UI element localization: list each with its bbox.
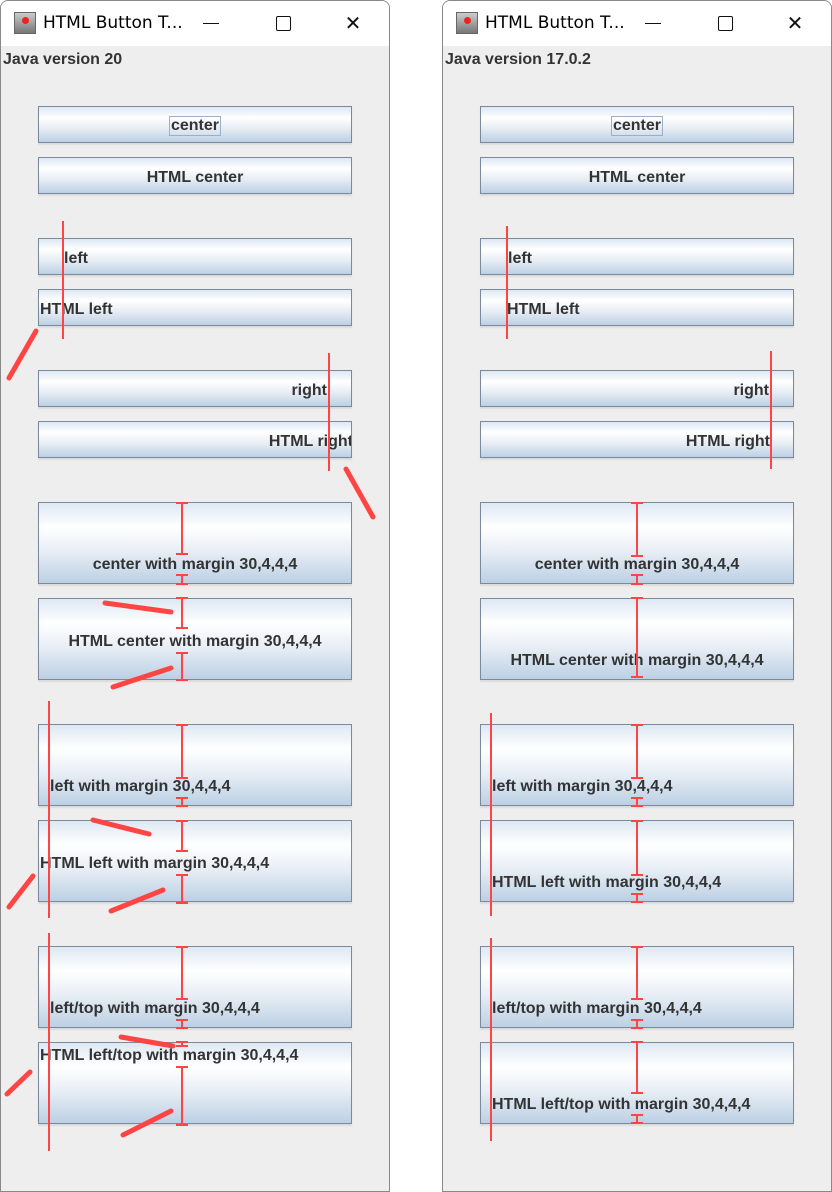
- button-label: right: [733, 382, 769, 399]
- button-label: left: [64, 250, 88, 267]
- margin-markers: [176, 502, 188, 1126]
- button-label: HTML left/top with margin 30,4,4,4: [492, 1096, 751, 1113]
- window-java-17: HTML Button T... ✕ Java version 17.0.2 c…: [442, 0, 832, 1192]
- button-left[interactable]: left: [480, 238, 794, 275]
- button-label: HTML left with margin 30,4,4,4: [40, 855, 270, 872]
- arrow-annotation: [6, 328, 39, 381]
- button-label: center with margin 30,4,4,4: [92, 556, 298, 573]
- button-label: HTML left with margin 30,4,4,4: [492, 874, 722, 891]
- java-app-icon: [14, 12, 36, 34]
- button-right[interactable]: right: [480, 370, 794, 407]
- java-app-icon: [456, 12, 478, 34]
- button-label: left/top with margin 30,4,4,4: [50, 1000, 260, 1017]
- title-bar[interactable]: HTML Button T... ✕: [1, 1, 389, 46]
- button-html-left-top-margin[interactable]: HTML left/top with margin 30,4,4,4: [38, 1042, 352, 1124]
- minimize-icon: [203, 22, 219, 24]
- maximize-icon: [275, 15, 291, 31]
- close-icon: ✕: [344, 12, 362, 35]
- button-label: left with margin 30,4,4,4: [50, 778, 231, 795]
- version-label: Java version 20: [3, 51, 123, 68]
- margin-markers: [631, 502, 643, 1124]
- button-label: HTML center: [146, 169, 244, 186]
- button-label: HTML center with margin 30,4,4,4: [68, 633, 322, 650]
- button-left[interactable]: left: [38, 238, 352, 275]
- maximize-icon: [717, 15, 733, 31]
- minimize-button[interactable]: [639, 9, 667, 37]
- button-html-center-margin[interactable]: HTML center with margin 30,4,4,4: [480, 598, 794, 680]
- button-center[interactable]: center: [38, 106, 352, 143]
- button-label: left/top with margin 30,4,4,4: [492, 1000, 702, 1017]
- window-java-20: HTML Button T... ✕ Java version 20 cente…: [0, 0, 390, 1192]
- close-button[interactable]: ✕: [781, 9, 809, 37]
- button-label: HTML left: [507, 301, 580, 318]
- title-bar[interactable]: HTML Button T... ✕: [443, 1, 831, 46]
- button-left-margin[interactable]: left with margin 30,4,4,4: [480, 724, 794, 806]
- button-html-right[interactable]: HTML right: [38, 421, 352, 458]
- button-label: HTML left/top with margin 30,4,4,4: [40, 1047, 299, 1064]
- button-html-right[interactable]: HTML right: [480, 421, 794, 458]
- minimize-icon: [645, 22, 661, 24]
- button-html-center[interactable]: HTML center: [38, 157, 352, 194]
- close-button[interactable]: ✕: [339, 9, 367, 37]
- button-left-top-margin[interactable]: left/top with margin 30,4,4,4: [38, 946, 352, 1028]
- button-html-left[interactable]: HTML left: [38, 289, 352, 326]
- button-label: right: [291, 382, 327, 399]
- button-html-left-top-margin[interactable]: HTML left/top with margin 30,4,4,4: [480, 1042, 794, 1124]
- button-html-center[interactable]: HTML center: [480, 157, 794, 194]
- button-left-top-margin[interactable]: left/top with margin 30,4,4,4: [480, 946, 794, 1028]
- window-title: HTML Button T...: [43, 13, 183, 33]
- button-label: HTML center: [588, 169, 686, 186]
- close-icon: ✕: [786, 12, 804, 35]
- button-html-left[interactable]: HTML left: [480, 289, 794, 326]
- button-label: HTML center with margin 30,4,4,4: [510, 652, 764, 669]
- maximize-button[interactable]: [711, 9, 739, 37]
- arrow-annotation: [4, 1069, 33, 1097]
- maximize-button[interactable]: [269, 9, 297, 37]
- button-label: center: [610, 116, 664, 136]
- minimize-button[interactable]: [197, 9, 225, 37]
- button-center-margin[interactable]: center with margin 30,4,4,4: [480, 502, 794, 584]
- button-label: HTML right: [268, 433, 352, 450]
- button-label: HTML left: [40, 301, 113, 318]
- version-label: Java version 17.0.2: [445, 51, 591, 68]
- window-title: HTML Button T...: [485, 13, 625, 33]
- button-right[interactable]: right: [38, 370, 352, 407]
- button-label: center: [168, 116, 222, 136]
- button-html-left-margin[interactable]: HTML left with margin 30,4,4,4: [38, 820, 352, 902]
- button-html-center-margin[interactable]: HTML center with margin 30,4,4,4: [38, 598, 352, 680]
- arrow-annotation: [6, 873, 36, 910]
- button-label: center with margin 30,4,4,4: [534, 556, 740, 573]
- button-label: left: [508, 250, 532, 267]
- button-label: HTML right: [685, 433, 770, 450]
- button-html-left-margin[interactable]: HTML left with margin 30,4,4,4: [480, 820, 794, 902]
- button-label: left with margin 30,4,4,4: [492, 778, 673, 795]
- button-center-margin[interactable]: center with margin 30,4,4,4: [38, 502, 352, 584]
- button-center[interactable]: center: [480, 106, 794, 143]
- button-left-margin[interactable]: left with margin 30,4,4,4: [38, 724, 352, 806]
